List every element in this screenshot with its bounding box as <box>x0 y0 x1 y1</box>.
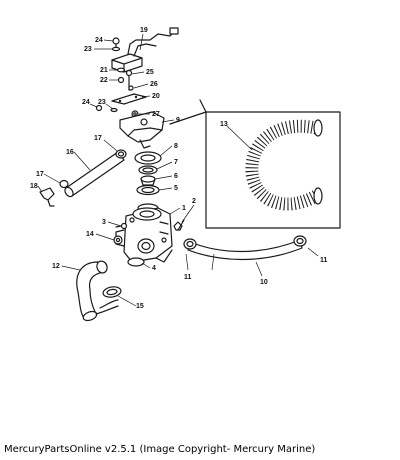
callout-6: 6 <box>174 173 178 180</box>
callout-24: 24 <box>82 99 90 106</box>
callout-5: 5 <box>174 185 178 192</box>
callout-14: 14 <box>86 231 94 238</box>
part-16-hose[interactable] <box>63 151 125 198</box>
part-13-inset-box <box>169 99 341 229</box>
part-7-ring[interactable] <box>138 165 158 175</box>
part-2-bolt[interactable] <box>173 219 185 231</box>
callout-1: 1 <box>182 205 186 212</box>
callout-21: 21 <box>100 67 108 74</box>
callout-11: 11 <box>184 274 192 281</box>
part-20-plate[interactable] <box>111 93 147 105</box>
part-18-elbow-fitting[interactable] <box>39 187 55 207</box>
part-11-clamp-left[interactable] <box>183 238 197 250</box>
callout-8: 8 <box>174 143 178 150</box>
part-26-spacer[interactable] <box>128 85 134 91</box>
callout-17: 17 <box>94 135 102 142</box>
callout-19: 19 <box>140 27 148 34</box>
part-8-gasket[interactable] <box>134 151 162 165</box>
part-17-clamp-upper[interactable] <box>115 149 127 159</box>
part-17-clamp-lower[interactable] <box>59 179 69 189</box>
callout-3: 3 <box>102 219 106 226</box>
callout-20: 20 <box>152 93 160 100</box>
part-24-screw-mid[interactable] <box>95 104 103 112</box>
part-10-hose[interactable] <box>187 239 303 261</box>
callout-18: 18 <box>30 183 38 190</box>
part-11-clamp-right[interactable] <box>293 235 307 247</box>
part-13-corrugated-hose[interactable] <box>245 119 323 211</box>
part-3-screw[interactable] <box>115 222 128 230</box>
callout-12: 12 <box>52 263 60 270</box>
leader-lines <box>37 33 319 307</box>
part-23-washer-mid[interactable] <box>110 107 118 113</box>
part-5-seal[interactable] <box>136 184 160 196</box>
part-6-thermostat[interactable] <box>140 175 156 186</box>
callout-4: 4 <box>152 265 156 272</box>
part-22-nut[interactable] <box>117 76 125 84</box>
callout-25: 25 <box>146 69 154 76</box>
callout-23: 23 <box>84 46 92 53</box>
callout-22: 22 <box>100 77 108 84</box>
exploded-parts-diagram: 19 24 23 25 21 22 26 20 24 23 27 9 17 16… <box>30 27 341 323</box>
callout-7: 7 <box>174 159 178 166</box>
part-24-screw-top[interactable] <box>112 37 120 48</box>
part-1-main-housing[interactable] <box>115 207 173 263</box>
callout-27: 27 <box>152 111 160 118</box>
copyright-footer: MercuryPartsOnline v2.5.1 (Image Copyrig… <box>4 444 316 455</box>
callout-10: 10 <box>260 279 268 286</box>
part-14-plug[interactable] <box>113 235 123 245</box>
part-21-washer[interactable] <box>116 67 126 73</box>
part-15-clamp[interactable] <box>102 286 122 299</box>
part-19-sensor-block[interactable] <box>111 27 179 73</box>
callout-24: 24 <box>95 37 103 44</box>
callout-2: 2 <box>192 198 196 205</box>
part-4-clamp[interactable] <box>127 257 145 267</box>
callout-labels: 19 24 23 25 21 22 26 20 24 23 27 9 17 16… <box>30 27 328 310</box>
part-23-washer-top[interactable] <box>111 46 121 52</box>
callout-26: 26 <box>150 81 158 88</box>
part-9-housing-cover[interactable] <box>119 111 165 149</box>
callout-16: 16 <box>66 149 74 156</box>
callout-15: 15 <box>136 303 144 310</box>
callout-17: 17 <box>36 171 44 178</box>
part-12-elbow-hose[interactable] <box>76 260 119 323</box>
callout-23: 23 <box>98 99 106 106</box>
callout-9: 9 <box>176 117 180 124</box>
callout-13: 13 <box>220 121 228 128</box>
callout-11: 11 <box>320 257 328 264</box>
